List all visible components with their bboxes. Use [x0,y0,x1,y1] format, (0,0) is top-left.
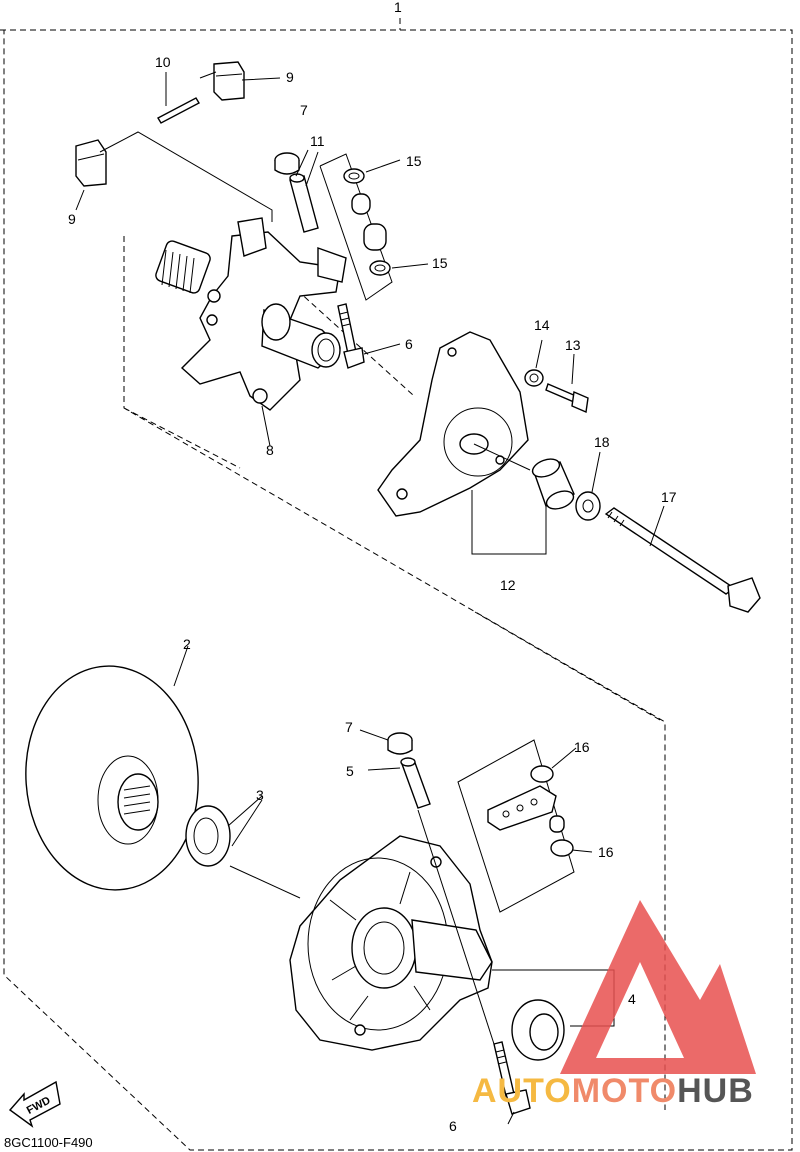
callout-16-top: 16 [574,739,590,755]
bushing-12 [531,458,575,510]
callout-11: 11 [310,133,325,149]
watermark-triangle [560,900,756,1074]
slider-shoe-9-top [213,61,245,101]
washer-14 [524,369,544,387]
washer-18 [575,491,601,521]
sleeve-11 [289,173,319,233]
assembly-boundary [0,18,793,1151]
watermark-word-hub: HUB [677,1072,754,1110]
callout-4: 4 [628,991,636,1007]
oil-seal [511,999,565,1061]
watermark-logo [560,900,756,1074]
diagram-code: 8GC1100-F490 [4,1135,93,1150]
bolt-6-top [337,303,365,369]
callout-18: 18 [594,434,610,450]
callout-16-bottom: 16 [598,844,614,860]
callout-15-bottom: 15 [432,255,448,271]
movable-sheave-4 [289,835,493,1051]
bushing-3 [185,805,231,867]
callout-10: 10 [155,54,171,70]
callout-15-top: 15 [406,153,422,169]
spider-hub [155,217,347,411]
bolt-6-bottom [493,1041,531,1115]
pin-10 [157,97,200,124]
watermark-text: AUTOMOTOHUB [472,1072,754,1110]
callout-6-top: 6 [405,336,413,352]
watermark-word-moto: MOTO [572,1072,677,1110]
callout-6-bottom: 6 [449,1118,457,1134]
callout-14: 14 [534,317,550,333]
callout-12: 12 [500,577,516,593]
callout-1: 1 [394,0,402,15]
slider-shoe-9-left [75,139,107,187]
callout-5: 5 [346,763,354,779]
sleeve-5 [400,757,431,809]
fixed-sheave-2 [25,665,199,891]
callout-17: 17 [661,489,677,505]
bolt-17 [604,507,761,613]
callout-8: 8 [266,442,274,458]
callout-9-top: 9 [286,69,294,85]
callout-13: 13 [565,337,581,353]
callout-2: 2 [183,636,191,652]
callout-7-top: 7 [300,102,308,118]
bolt-13 [545,383,589,414]
callout-3: 3 [256,787,264,803]
collar-7-bottom [387,732,413,755]
fwd-arrow: FWD [8,1080,61,1128]
callout-9-left: 9 [68,211,76,227]
cover-plate [377,331,531,517]
leader-lines [75,72,665,1125]
callout-7-bottom: 7 [345,719,353,735]
roller-group-15 [319,153,393,301]
connector-lines [123,236,666,1110]
watermark-word-auto: AUTO [472,1072,572,1110]
roller-group-16 [457,739,575,913]
collar-7-top [274,152,300,175]
